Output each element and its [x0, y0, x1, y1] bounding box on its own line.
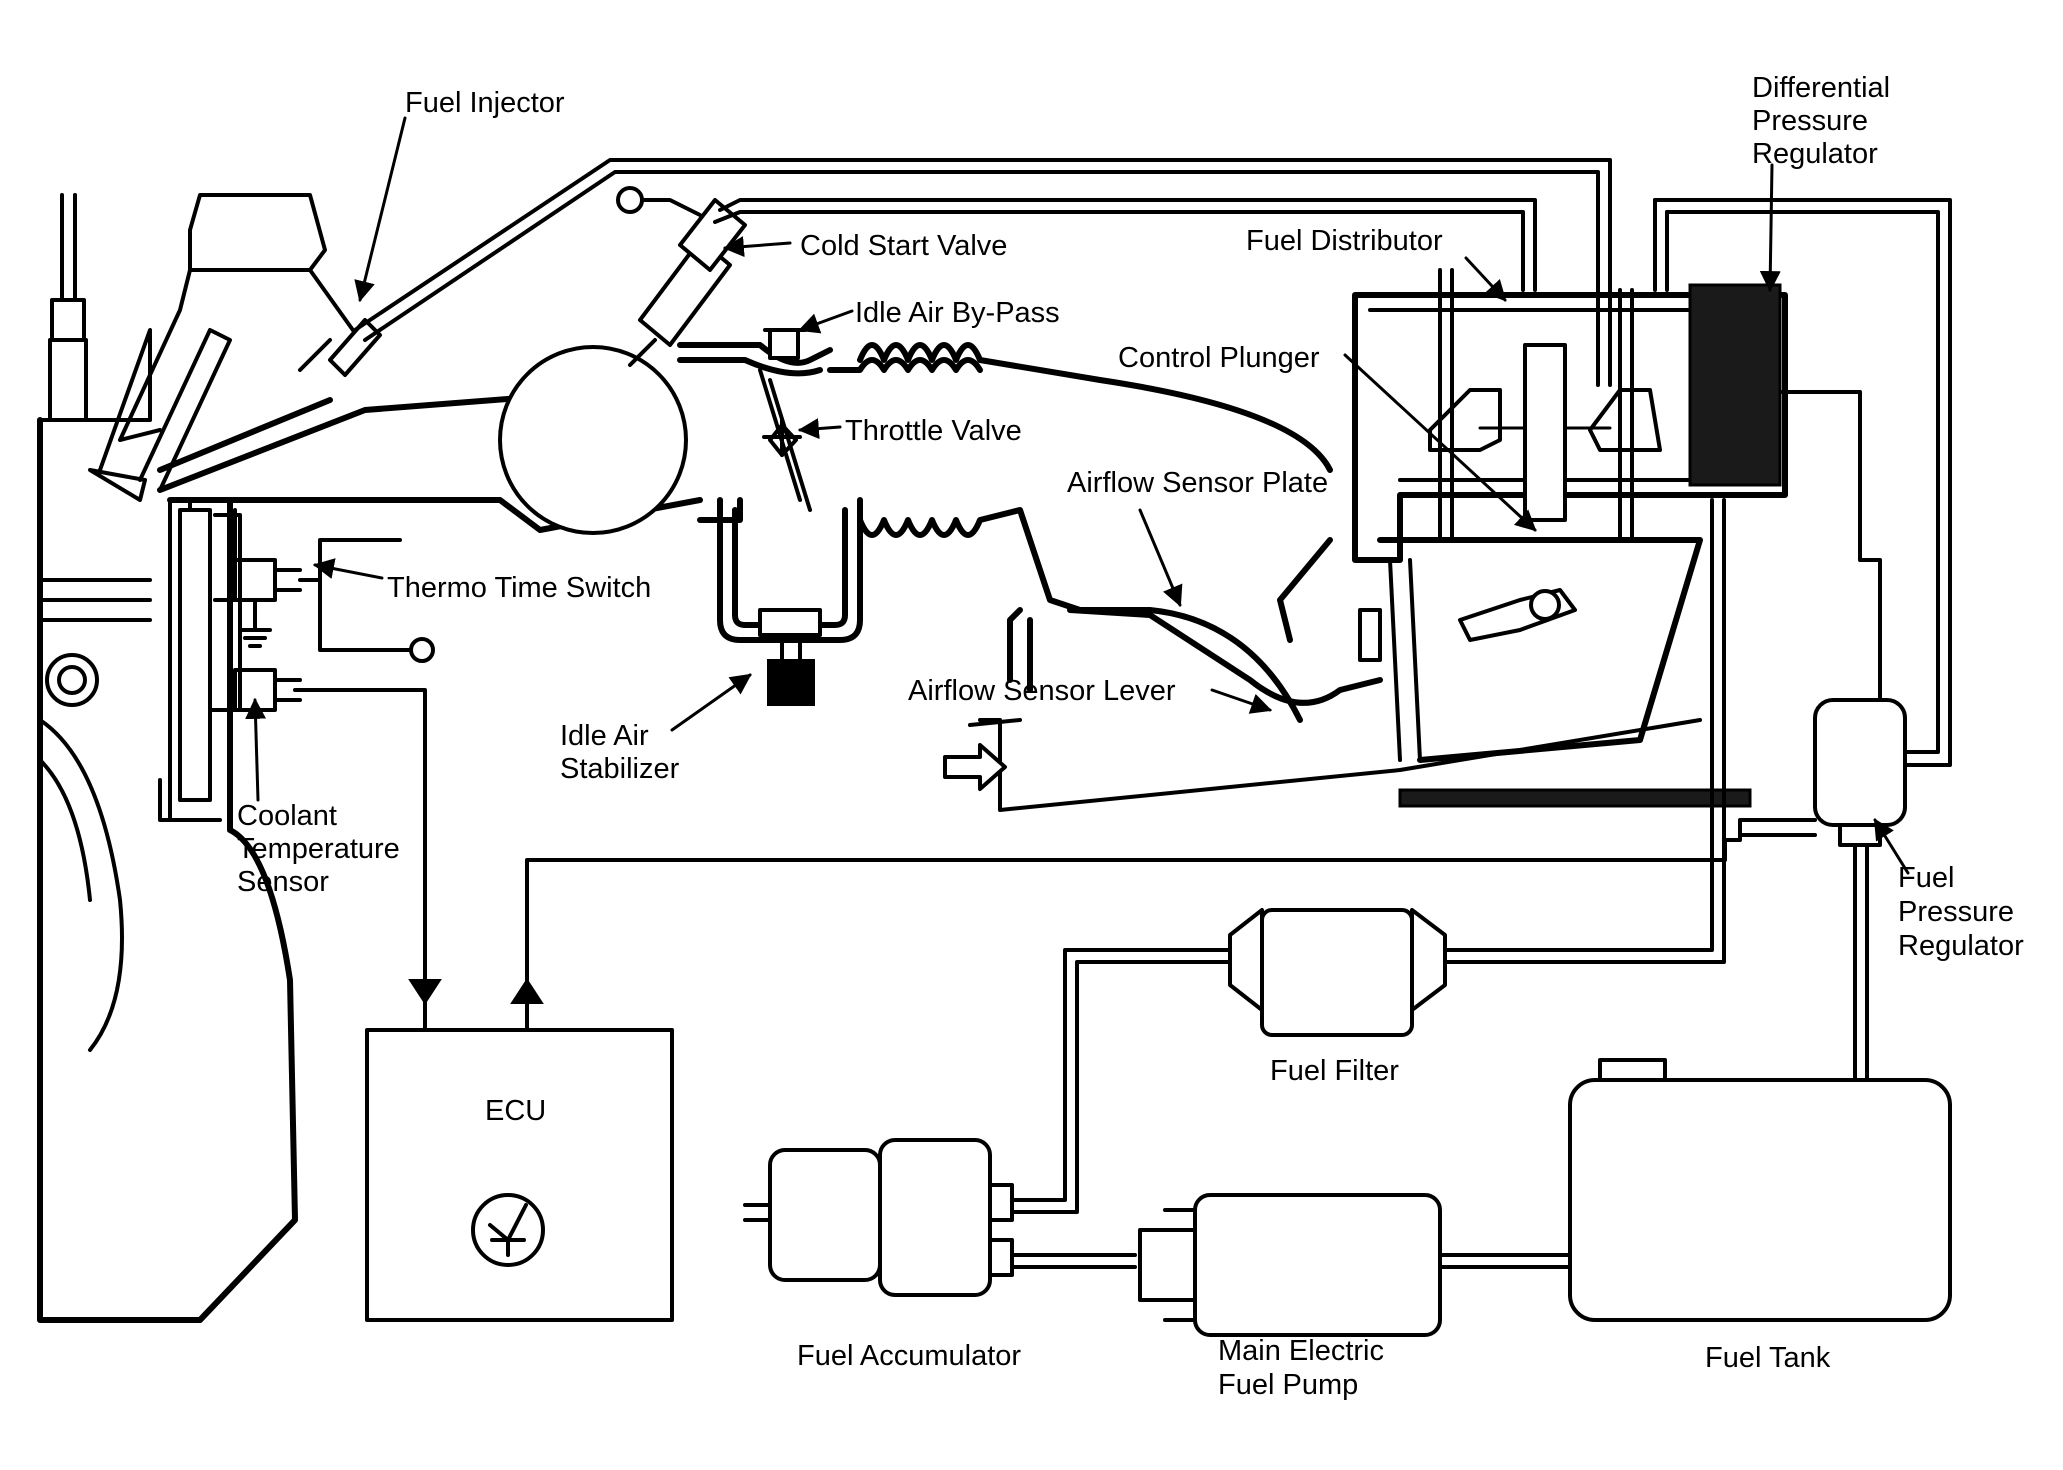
differential-regulator-label-1: Differential	[1752, 72, 1890, 104]
fuel-injector	[298, 318, 382, 377]
fuel-tank	[1568, 1058, 1952, 1322]
leader-lines	[245, 116, 1910, 875]
fuel-filter	[1228, 908, 1447, 1037]
differential-regulator-label-3: Regulator	[1752, 138, 1878, 170]
coolant-sensor-label-3: Sensor	[237, 866, 329, 898]
fuel-tank-label: Fuel Tank	[1705, 1342, 1831, 1374]
thermo-time-switch-label: Thermo Time Switch	[387, 572, 651, 604]
fuel-distributor	[1352, 268, 1788, 563]
fuel-distributor-label: Fuel Distributor	[1246, 225, 1443, 257]
fuel-pressure-regulator-label-3: Regulator	[1898, 930, 2024, 962]
ecu	[365, 838, 1727, 1322]
idle-air-bypass	[763, 328, 807, 360]
differential-regulator-label-2: Pressure	[1752, 105, 1868, 137]
fuel-lines-bottom	[1008, 498, 1726, 1269]
throttle-valve-label: Throttle Valve	[845, 415, 1022, 447]
idle-air-stabilizer	[717, 497, 863, 706]
fuel-accumulator	[743, 1138, 1014, 1297]
fuel-accumulator-label: Fuel Accumulator	[797, 1340, 1021, 1372]
control-plunger-label: Control Plunger	[1118, 342, 1320, 374]
ecu-label: ECU	[485, 1095, 546, 1127]
fuel-lines-top	[353, 158, 1952, 767]
fuel-injector-label: Fuel Injector	[405, 87, 565, 119]
intake-manifold	[157, 342, 1333, 723]
engine-block	[37, 193, 362, 1323]
coolant-sensor-label-2: Temperature	[237, 833, 400, 865]
fuel-pressure-regulator	[1723, 698, 1907, 1087]
labels: Fuel Injector Cold Start Valve Idle Air …	[237, 72, 2024, 1401]
main-pump-label-2: Fuel Pump	[1218, 1369, 1358, 1401]
cold-start-valve	[616, 186, 747, 367]
fuel-pressure-regulator-label-1: Fuel	[1898, 862, 1954, 894]
airflow-sensor-plate-label: Airflow Sensor Plate	[1067, 467, 1328, 499]
fuel-pressure-regulator-label-2: Pressure	[1898, 896, 2014, 928]
airflow-sensor	[943, 537, 1752, 812]
idle-air-stabilizer-label-1: Idle Air	[560, 720, 649, 752]
main-pump-label-1: Main Electric	[1218, 1335, 1384, 1367]
airflow-sensor-lever-label: Airflow Sensor Lever	[908, 675, 1176, 707]
throttle-valve	[758, 368, 812, 512]
idle-air-bypass-label: Idle Air By-Pass	[855, 297, 1060, 329]
fuel-filter-label: Fuel Filter	[1270, 1055, 1399, 1087]
coolant-sensor-label-1: Coolant	[237, 800, 337, 832]
cold-start-valve-label: Cold Start Valve	[800, 230, 1007, 262]
idle-air-stabilizer-label-2: Stabilizer	[560, 753, 680, 785]
main-electric-fuel-pump	[1138, 1193, 1442, 1337]
